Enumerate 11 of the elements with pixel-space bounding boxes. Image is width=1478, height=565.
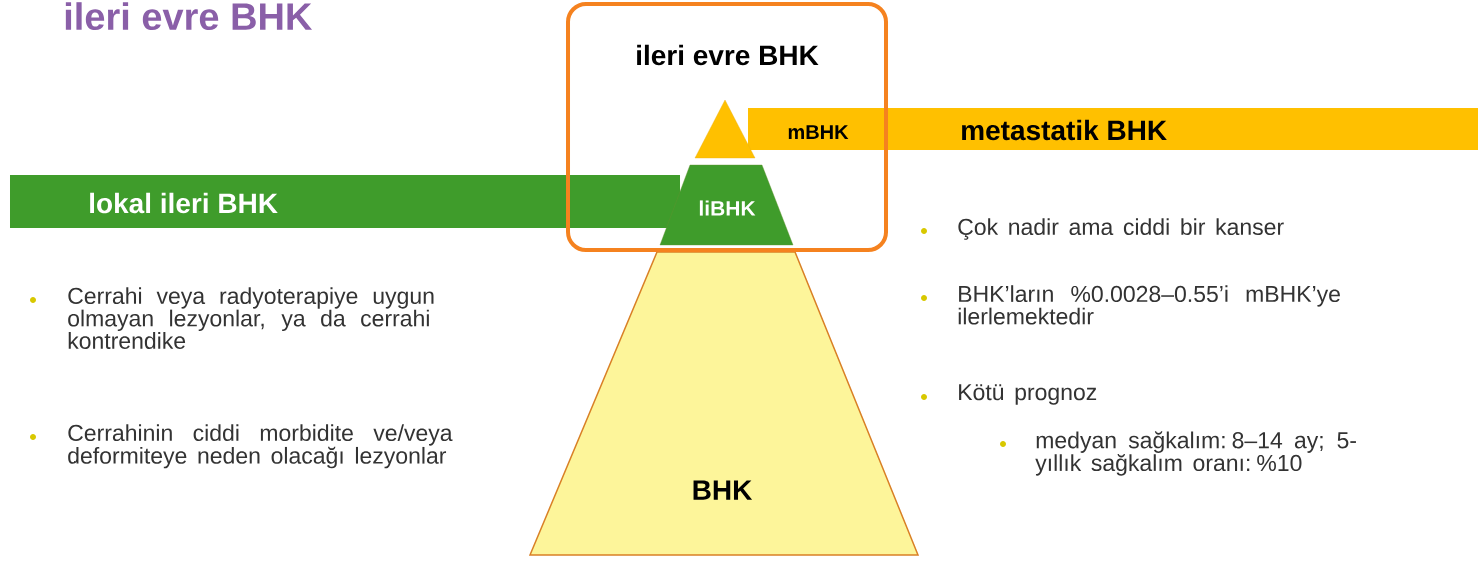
bullet-text: Cerrahinin ciddi morbidite ve/veya deformiteye neden olacağı lezyonlar (68, 424, 453, 469)
bullet-text: Kötü prognoz (959, 384, 1097, 405)
bullet-text: BHK’ların %0.0028–0.55’i mBHK’ye ilerlemektedir (958, 285, 1340, 325)
pyramid-tip (694, 99, 756, 159)
title: ileri evre BHK (65, 2, 312, 31)
level-label: mBHK (788, 125, 849, 139)
bullet-text: medyan sağkalım: 8–14 ay; 5-yıllık sağkalım oranı: %10 (1035, 431, 1356, 476)
node-label: lokal ileri BHK (90, 192, 278, 214)
bullet-text: Cerrahi veya radyoterapiye uygun olmayan lezyonlar, ya da cerrahi kontrendike (68, 287, 434, 349)
bullet-text: Çok nadir ama ciddi bir kanser (958, 218, 1284, 240)
pyramid-level: liBHK (659, 164, 794, 246)
